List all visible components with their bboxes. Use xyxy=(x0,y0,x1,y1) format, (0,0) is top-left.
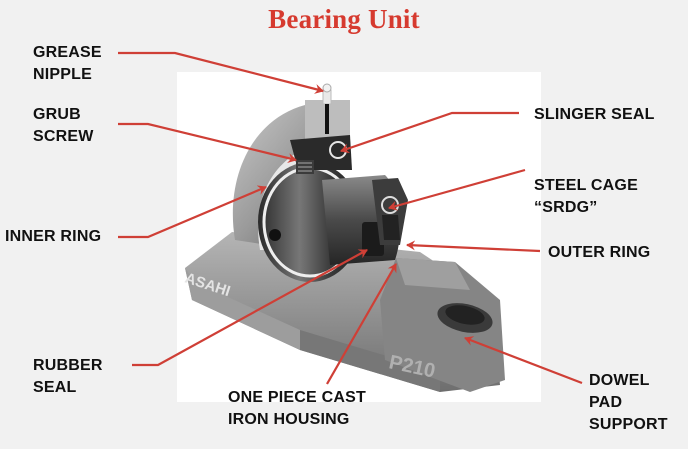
label-grease-nipple: GREASE NIPPLE xyxy=(33,44,102,83)
arrow-steel-cage xyxy=(388,168,526,211)
label-one-piece-housing: ONE PIECE CAST IRON HOUSING xyxy=(228,389,366,428)
grub-screw xyxy=(296,160,314,174)
diagram-title: Bearing Unit xyxy=(268,4,420,34)
steel-cage xyxy=(372,178,408,245)
label-inner-ring: INNER RING xyxy=(5,228,102,245)
arrow-rubber-seal xyxy=(132,249,368,367)
arrow-grub-screw xyxy=(118,122,297,163)
label-dowel-pad-support: DOWEL PAD SUPPORT xyxy=(589,372,668,433)
label-grub-screw: GRUB SCREW xyxy=(33,106,94,145)
arrow-inner-ring xyxy=(118,185,267,239)
dowel-pad: P210 xyxy=(380,258,505,392)
label-steel-cage: STEEL CAGE “SRDG” xyxy=(534,177,638,216)
label-rubber-seal: RUBBER SEAL xyxy=(33,357,103,396)
arrow-outer-ring xyxy=(406,240,541,253)
arrow-one-piece-housing xyxy=(326,263,397,385)
label-outer-ring: OUTER RING xyxy=(548,244,651,261)
arrow-grease-nipple xyxy=(118,51,324,94)
arrow-slinger-seal xyxy=(340,111,519,154)
label-slinger-seal: SLINGER SEAL xyxy=(534,106,655,123)
callout-arrows xyxy=(118,51,583,385)
arrow-dowel-pad-support xyxy=(464,336,583,385)
